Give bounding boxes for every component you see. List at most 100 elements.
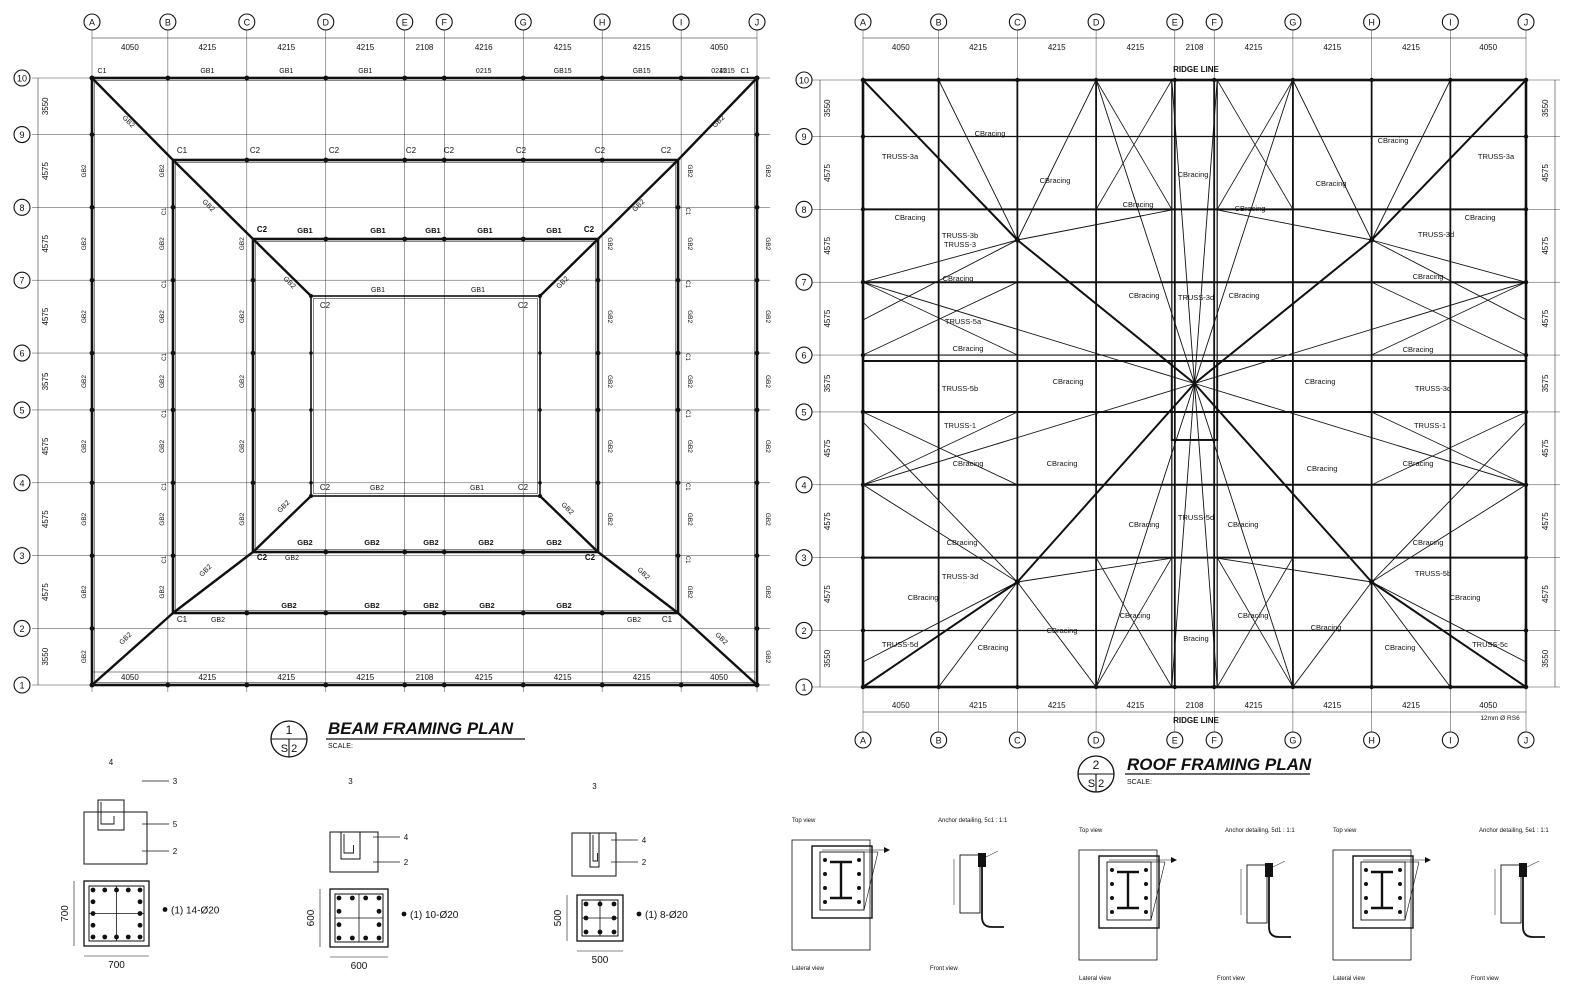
grid-col-C: C (244, 18, 251, 28)
grid-col-G: G (520, 18, 527, 28)
cbracing-label: CBracing (947, 538, 978, 547)
node (675, 277, 681, 283)
column-label: C1 (684, 353, 690, 361)
anchor-bolt (823, 858, 827, 862)
beam-label-outer-left: GB2 (81, 310, 88, 323)
column-label: C2 (595, 146, 606, 155)
dim-top: 4215 (1127, 43, 1145, 52)
roof-detail-number: 2 (1093, 758, 1100, 772)
i-section (830, 860, 852, 900)
dim-top: 4215 (1245, 43, 1263, 52)
node (89, 480, 95, 486)
beam-detail-number: 1 (286, 723, 293, 737)
beam-label-ring2: GB2 (159, 439, 166, 452)
node (1523, 77, 1529, 83)
rebar-callout: (1) 8-Ø20 (645, 910, 688, 921)
dim-left: 3550 (41, 97, 50, 115)
grid-row-7: 7 (19, 276, 24, 286)
cross-brace (1216, 79, 1294, 210)
node (860, 482, 866, 487)
node (323, 75, 329, 81)
dim-left: 3550 (823, 99, 832, 117)
anchor-label: Anchor detailing, 5d1 : 1:1 (1225, 828, 1295, 834)
section-width: 500 (592, 955, 609, 966)
roof-grid-col-bottom-A-bubble (854, 731, 872, 749)
cbracing-label: CBracing (1238, 611, 1269, 620)
column-cap (97, 799, 125, 831)
hip-beam (539, 238, 599, 297)
node (323, 549, 329, 555)
node (678, 75, 684, 81)
roof-framing-plan: AABBCCDDEEFFGGHHIIJJ10987654321405040503… (795, 13, 1560, 749)
dim-top: 4050 (1479, 43, 1497, 52)
fan-brace (862, 79, 1018, 241)
rebar-note: 12mm Ø RS6 (1480, 715, 1520, 722)
dim-bottom: 4215 (554, 673, 572, 682)
dim-left: 3550 (823, 649, 832, 667)
column-label: C2 (518, 301, 529, 310)
node (441, 236, 447, 242)
anchor-front (1500, 864, 1522, 924)
node (538, 294, 542, 298)
cbracing-label: CBracing (1305, 377, 1336, 386)
roof-grid-col-C-bubble (1008, 13, 1026, 31)
dim-left: 4575 (823, 512, 832, 530)
anchor-bolt (1364, 896, 1368, 900)
roof-grid-row-9: 9 (801, 132, 806, 142)
section-tag: 3 (348, 777, 353, 786)
roof-grid-col-I: I (1449, 18, 1452, 28)
anchor-bolt (1110, 882, 1114, 886)
hip-label: GB2 (119, 631, 134, 646)
truss-label: TRUSS-5a (945, 317, 982, 326)
beam-label: GB2 (370, 485, 384, 492)
column-plate (819, 851, 865, 911)
beam-label-ring2: GB2 (686, 310, 693, 323)
cbracing-label: CBracing (1385, 643, 1416, 652)
lateral-view-label: Lateral view (792, 966, 825, 972)
section-tag: 2 (404, 858, 409, 867)
grid-row-6-bubble (13, 344, 31, 362)
beam-ring-4 (310, 295, 541, 497)
grid-col-D: D (323, 18, 330, 28)
node (520, 75, 526, 81)
node (675, 204, 681, 210)
fan-brace (1371, 421, 1527, 583)
cbracing-label: CBracing (908, 593, 939, 602)
rebar-bar (137, 934, 143, 940)
node (89, 75, 95, 81)
leader (985, 850, 999, 858)
column-elevation (83, 811, 148, 865)
arrow-head (884, 847, 890, 853)
rebar-bar (376, 935, 382, 941)
fan-brace (862, 484, 1018, 583)
node (1523, 280, 1529, 285)
beam-ring-inner-3 (255, 241, 596, 550)
cbracing-label: CBracing (978, 643, 1009, 652)
star-brace (1171, 383, 1195, 688)
rebar-bar (336, 908, 342, 914)
roof-grid-col-bottom-G: G (1289, 736, 1296, 746)
node (89, 350, 95, 356)
dim-bottom: 4215 (633, 673, 651, 682)
rebar-bar (583, 929, 589, 935)
dim-top: 4215 (633, 43, 651, 52)
dim-left: 4575 (41, 307, 50, 325)
roof-grid-row-10-bubble (795, 71, 813, 89)
grid-col-F: F (441, 18, 447, 28)
dim-left: 3575 (41, 372, 50, 390)
column-label: C2 (584, 225, 595, 234)
fan-brace (1214, 557, 1372, 583)
node (1523, 352, 1529, 358)
node (170, 480, 176, 486)
fan-brace (1292, 581, 1372, 688)
truss-label: TRUSS-3d (1415, 384, 1451, 393)
node (520, 610, 526, 616)
truss-label: TRUSS-3b (942, 231, 978, 240)
dim-bottom: 4215 (1245, 701, 1263, 710)
cbracing-label: CBracing (1450, 593, 1481, 602)
grid-col-A-bubble (83, 13, 101, 31)
star-brace (1171, 79, 1195, 384)
cross-brace (1371, 281, 1527, 356)
node (1093, 77, 1099, 83)
dim-top: 4215 (1048, 43, 1066, 52)
